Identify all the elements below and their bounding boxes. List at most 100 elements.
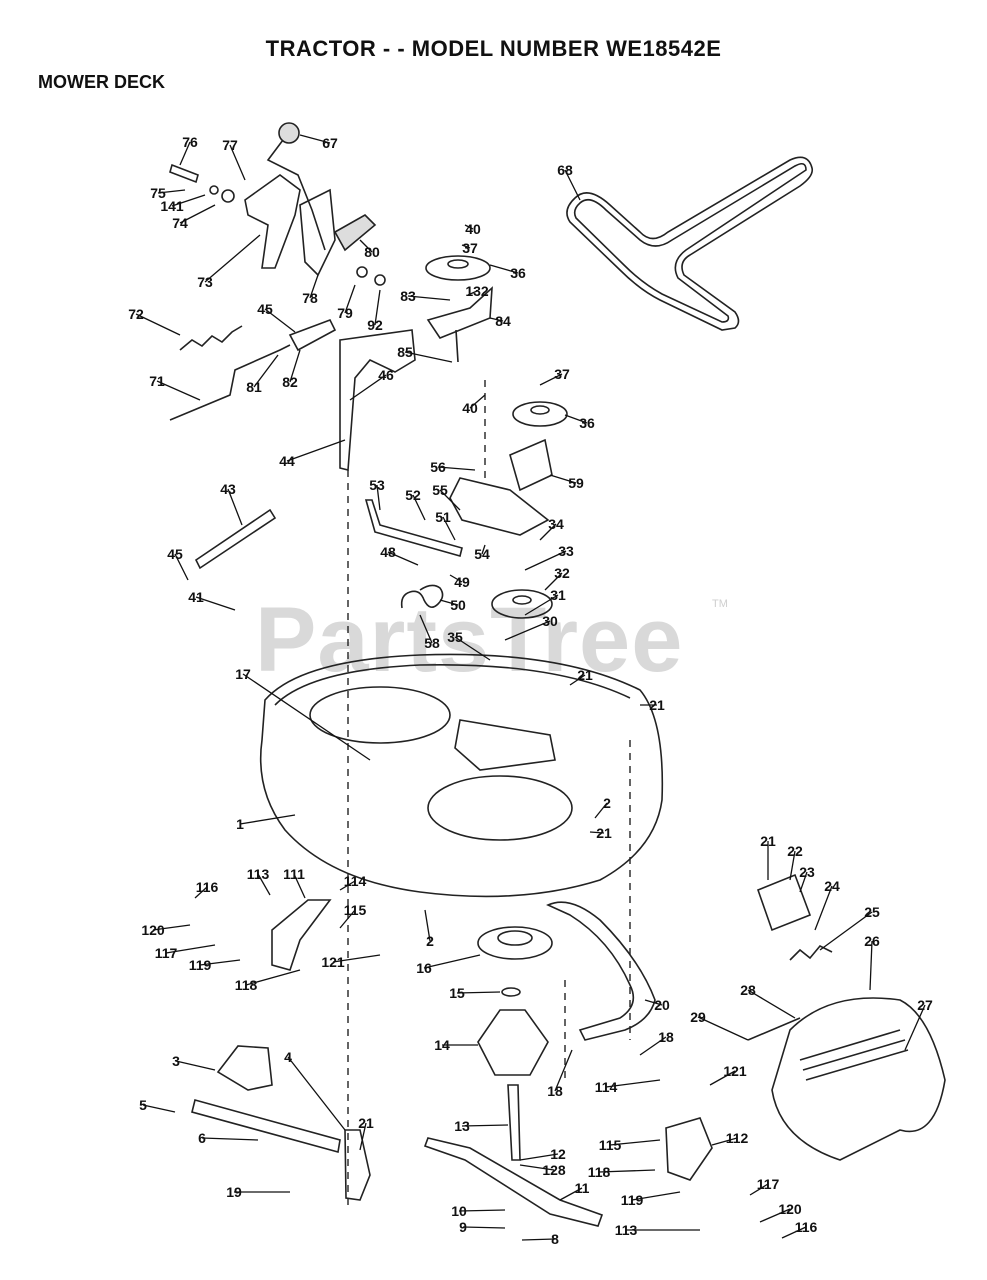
leader-line-75 bbox=[157, 189, 186, 194]
callout-label-21e: 21 bbox=[358, 1115, 374, 1131]
deck-center-bracket bbox=[454, 719, 556, 771]
callout-label-21a: 21 bbox=[577, 667, 593, 683]
link-6 bbox=[191, 1099, 341, 1154]
leader-line-11 bbox=[559, 1187, 583, 1201]
callout-label-30: 30 bbox=[542, 613, 558, 629]
callout-label-74: 74 bbox=[172, 215, 188, 231]
leader-line-51 bbox=[442, 516, 456, 541]
callout-label-6: 6 bbox=[198, 1130, 206, 1146]
leader-line-114a bbox=[339, 880, 356, 891]
callout-label-78: 78 bbox=[302, 290, 318, 306]
leader-line-116b bbox=[781, 1226, 807, 1239]
nut-92 bbox=[374, 274, 386, 286]
pin-76 bbox=[169, 163, 199, 184]
callout-label-34: 34 bbox=[548, 516, 564, 532]
spring-58 bbox=[400, 584, 444, 609]
leader-line-28 bbox=[747, 989, 796, 1019]
leader-line-30 bbox=[504, 620, 551, 641]
belt-guide-44 bbox=[339, 329, 416, 472]
leader-line-36a bbox=[489, 264, 519, 274]
callout-label-115a: 115 bbox=[344, 902, 367, 918]
leader-line-15 bbox=[456, 991, 501, 994]
leader-line-54 bbox=[481, 544, 486, 555]
callout-label-77: 77 bbox=[222, 137, 238, 153]
spindle-housing-14 bbox=[477, 1009, 549, 1076]
leader-line-35 bbox=[454, 636, 491, 661]
callout-label-14: 14 bbox=[434, 1037, 450, 1053]
leader-line-13 bbox=[461, 1124, 509, 1127]
belt-68 bbox=[566, 156, 814, 331]
leader-line-12 bbox=[519, 1153, 559, 1161]
callout-label-58: 58 bbox=[424, 635, 440, 651]
callout-label-37a: 37 bbox=[462, 240, 478, 256]
lever-rod bbox=[266, 139, 326, 251]
leader-line-55 bbox=[439, 489, 461, 511]
callout-label-44: 44 bbox=[279, 453, 295, 469]
callout-label-46: 46 bbox=[378, 367, 394, 383]
bracket-59 bbox=[509, 438, 553, 492]
mower-deck-1 bbox=[259, 653, 664, 898]
leader-line-25 bbox=[819, 911, 873, 951]
callout-label-27: 27 bbox=[917, 997, 933, 1013]
callout-label-40b: 40 bbox=[462, 400, 478, 416]
bracket-3 bbox=[216, 1045, 273, 1091]
callout-label-81: 81 bbox=[246, 379, 262, 395]
belt-68-inner bbox=[573, 162, 807, 323]
leader-line-76 bbox=[179, 141, 191, 166]
leader-line-73 bbox=[204, 234, 261, 283]
leader-line-43 bbox=[227, 488, 243, 526]
leader-line-52 bbox=[412, 494, 426, 521]
callout-label-113b: 113 bbox=[615, 1222, 638, 1238]
leader-line-53 bbox=[376, 484, 381, 511]
callout-label-37b: 37 bbox=[554, 366, 570, 382]
bolt-85 bbox=[455, 329, 459, 363]
callout-label-36b: 36 bbox=[579, 415, 595, 431]
callout-label-73: 73 bbox=[197, 274, 213, 290]
leader-line-41 bbox=[195, 596, 236, 611]
callout-label-17: 17 bbox=[235, 666, 251, 682]
callout-label-29: 29 bbox=[690, 1009, 706, 1025]
callout-label-28: 28 bbox=[740, 982, 756, 998]
leader-line-82 bbox=[289, 349, 301, 383]
leader-line-45b bbox=[174, 553, 189, 581]
pulley-32-hub bbox=[512, 595, 532, 605]
leader-line-115a bbox=[339, 909, 356, 929]
leader-line-21a bbox=[569, 674, 586, 686]
callout-label-2a: 2 bbox=[603, 795, 611, 811]
deck-blade-housing-right bbox=[427, 775, 573, 841]
leader-line-116a bbox=[194, 886, 208, 899]
callout-label-120a: 120 bbox=[141, 922, 165, 938]
leader-line-29 bbox=[697, 1016, 749, 1041]
callout-label-141: 141 bbox=[160, 198, 184, 214]
mower-deck-1-rim bbox=[274, 663, 631, 706]
callout-label-76: 76 bbox=[182, 134, 198, 150]
callout-label-82: 82 bbox=[282, 374, 298, 390]
leader-line-112 bbox=[711, 1137, 738, 1146]
leader-line-92 bbox=[374, 289, 381, 326]
callout-label-45b: 45 bbox=[167, 546, 183, 562]
callout-label-51: 51 bbox=[435, 509, 451, 525]
pulley-36-lower-hub bbox=[530, 405, 550, 415]
deflector-chute-27 bbox=[771, 997, 946, 1161]
leader-line-67 bbox=[299, 134, 331, 144]
callout-label-121a: 121 bbox=[321, 954, 345, 970]
callout-label-32: 32 bbox=[554, 565, 570, 581]
callout-label-3: 3 bbox=[172, 1053, 180, 1069]
leader-line-5 bbox=[142, 1104, 176, 1113]
leader-line-72 bbox=[135, 313, 181, 336]
leader-line-81 bbox=[253, 354, 279, 388]
callout-label-12: 12 bbox=[550, 1146, 566, 1162]
leader-line-117a bbox=[165, 944, 216, 954]
bracket-111 bbox=[271, 899, 332, 971]
callout-label-115b: 115 bbox=[599, 1137, 622, 1153]
callout-label-119a: 119 bbox=[189, 957, 212, 973]
leader-line-33 bbox=[524, 550, 567, 571]
leader-line-9 bbox=[462, 1226, 506, 1229]
leader-line-77 bbox=[229, 144, 246, 181]
callout-label-19: 19 bbox=[226, 1184, 242, 1200]
spindle-shaft-13 bbox=[507, 1084, 521, 1161]
callout-label-5: 5 bbox=[139, 1097, 147, 1113]
leader-line-20 bbox=[644, 999, 663, 1006]
